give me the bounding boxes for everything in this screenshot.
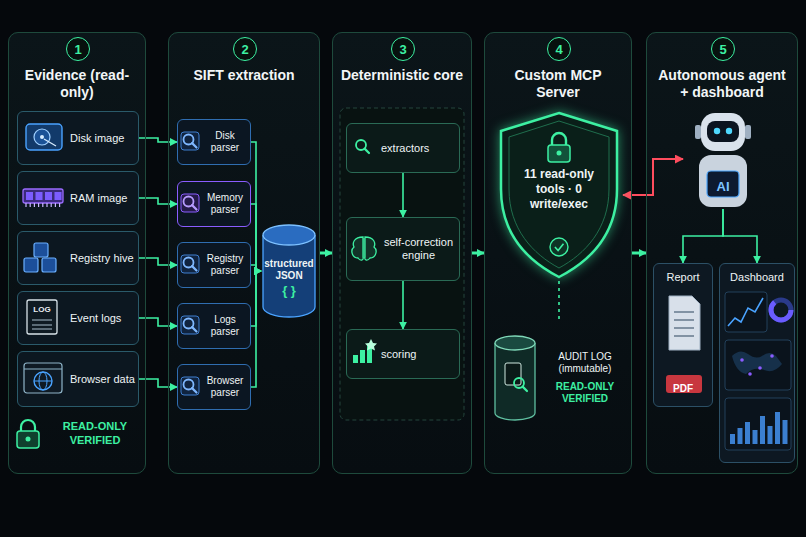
audit-icon xyxy=(491,323,627,433)
store-label: { } xyxy=(282,285,296,297)
flow-connector xyxy=(139,258,177,265)
server-label: 11 read-only tools · 0 write/exec xyxy=(513,167,605,212)
parser-label: Logs parser xyxy=(202,314,248,338)
panel-title: Evidence (read-only) xyxy=(15,67,139,101)
flow-connector xyxy=(623,159,683,195)
evidence-label: Registry hive xyxy=(70,252,134,265)
parser-label: Browser parser xyxy=(202,375,248,399)
step-circle: 1 xyxy=(66,37,90,61)
flow-connector xyxy=(139,138,177,142)
step-circle: 3 xyxy=(391,37,415,61)
stage-panel: SIFT extraction 2Disk parserMemory parser… xyxy=(168,32,320,474)
flow-connector xyxy=(632,252,646,255)
charts-icon xyxy=(720,264,796,460)
process-label: self-correction engine xyxy=(381,236,456,262)
status-label: READ-ONLY VERIFIED xyxy=(45,419,145,447)
process-box: extractors xyxy=(346,123,460,173)
parser-box: Memory parser xyxy=(177,181,251,227)
flow-connector xyxy=(251,204,261,271)
step-number: 4 xyxy=(555,42,562,57)
parser-label: Memory parser xyxy=(202,192,248,216)
evidence-label: Browser data xyxy=(70,373,135,386)
flow-connector xyxy=(251,271,261,387)
flow-connector xyxy=(139,318,177,326)
stage-panel: Evidence (read-only) 1Disk imageRAM image… xyxy=(8,32,146,474)
evidence-box: Registry hive xyxy=(17,231,139,285)
icon-caption: LOG xyxy=(30,305,54,314)
flow-connector xyxy=(683,209,723,263)
dashboard-box: Dashboard xyxy=(719,263,795,463)
audit-cylinder: AUDIT LOG (immutable) READ-ONLY VERIFIED xyxy=(491,323,627,433)
flow-connector xyxy=(139,379,177,387)
flow-connector xyxy=(320,252,332,255)
agent-label: AI xyxy=(717,179,730,194)
stage-panel: Custom MCP Server 4 11 read-only tools · 0… xyxy=(484,32,632,474)
process-box: self-correction engine xyxy=(346,217,460,281)
step-circle: 2 xyxy=(233,37,257,61)
parser-label: Registry parser xyxy=(202,253,248,277)
process-label: extractors xyxy=(381,142,429,155)
process-label: scoring xyxy=(381,348,416,361)
stage-panel: Deterministic core 3 extractors self-correc… xyxy=(332,32,472,474)
stage-panel: Autonomous agent + dashboard 5AI ReportPDF… xyxy=(646,32,798,474)
flow-connector xyxy=(251,265,261,271)
panel-title: SIFT extraction xyxy=(175,67,313,84)
report-label: PDF xyxy=(673,383,693,394)
data-cylinder: structured JSON { } xyxy=(261,223,317,319)
panel-title: Deterministic core xyxy=(339,67,465,84)
report-label: Report xyxy=(666,271,699,283)
parser-box: Disk parser xyxy=(177,119,251,165)
step-number: 2 xyxy=(241,42,248,57)
mag-icon xyxy=(178,120,252,162)
parser-box: Logs parser xyxy=(177,303,251,349)
step-number: 1 xyxy=(74,42,81,57)
dashboard-label: Dashboard xyxy=(720,271,794,283)
agent-robot: AI xyxy=(683,109,763,209)
evidence-label: RAM image xyxy=(70,192,127,205)
store-label: structured JSON xyxy=(261,258,317,282)
evidence-box: Event logs LOG xyxy=(17,291,139,345)
lock-icon xyxy=(17,420,39,448)
flow-connector xyxy=(402,281,404,329)
robot-icon xyxy=(683,109,763,209)
evidence-label: Disk image xyxy=(70,132,124,145)
evidence-label: Event logs xyxy=(70,312,121,325)
step-circle: 5 xyxy=(711,37,735,61)
flow-connector xyxy=(251,142,261,271)
process-box: scoring xyxy=(346,329,460,379)
panel-title: Custom MCP Server xyxy=(491,67,625,101)
flow-connector xyxy=(402,173,404,217)
parser-label: Disk parser xyxy=(202,130,248,154)
evidence-box: RAM image xyxy=(17,171,139,225)
report-box: ReportPDF xyxy=(653,263,713,407)
step-number: 3 xyxy=(399,42,406,57)
parser-box: Registry parser xyxy=(177,242,251,288)
flow-connector xyxy=(558,281,560,323)
step-number: 5 xyxy=(719,42,726,57)
server-shield: 11 read-only tools · 0 write/exec xyxy=(495,109,623,281)
flow-connector xyxy=(723,209,757,263)
evidence-box: Disk image xyxy=(17,111,139,165)
evidence-box: Browser data xyxy=(17,351,139,407)
panel-title: Autonomous agent + dashboard xyxy=(653,67,791,101)
flow-connector xyxy=(139,198,177,204)
log-label: READ-ONLY VERIFIED xyxy=(543,381,627,405)
flow-connector xyxy=(472,252,484,255)
step-circle: 4 xyxy=(547,37,571,61)
log-label: AUDIT LOG (immutable) xyxy=(543,351,627,375)
parser-box: Browser parser xyxy=(177,364,251,410)
